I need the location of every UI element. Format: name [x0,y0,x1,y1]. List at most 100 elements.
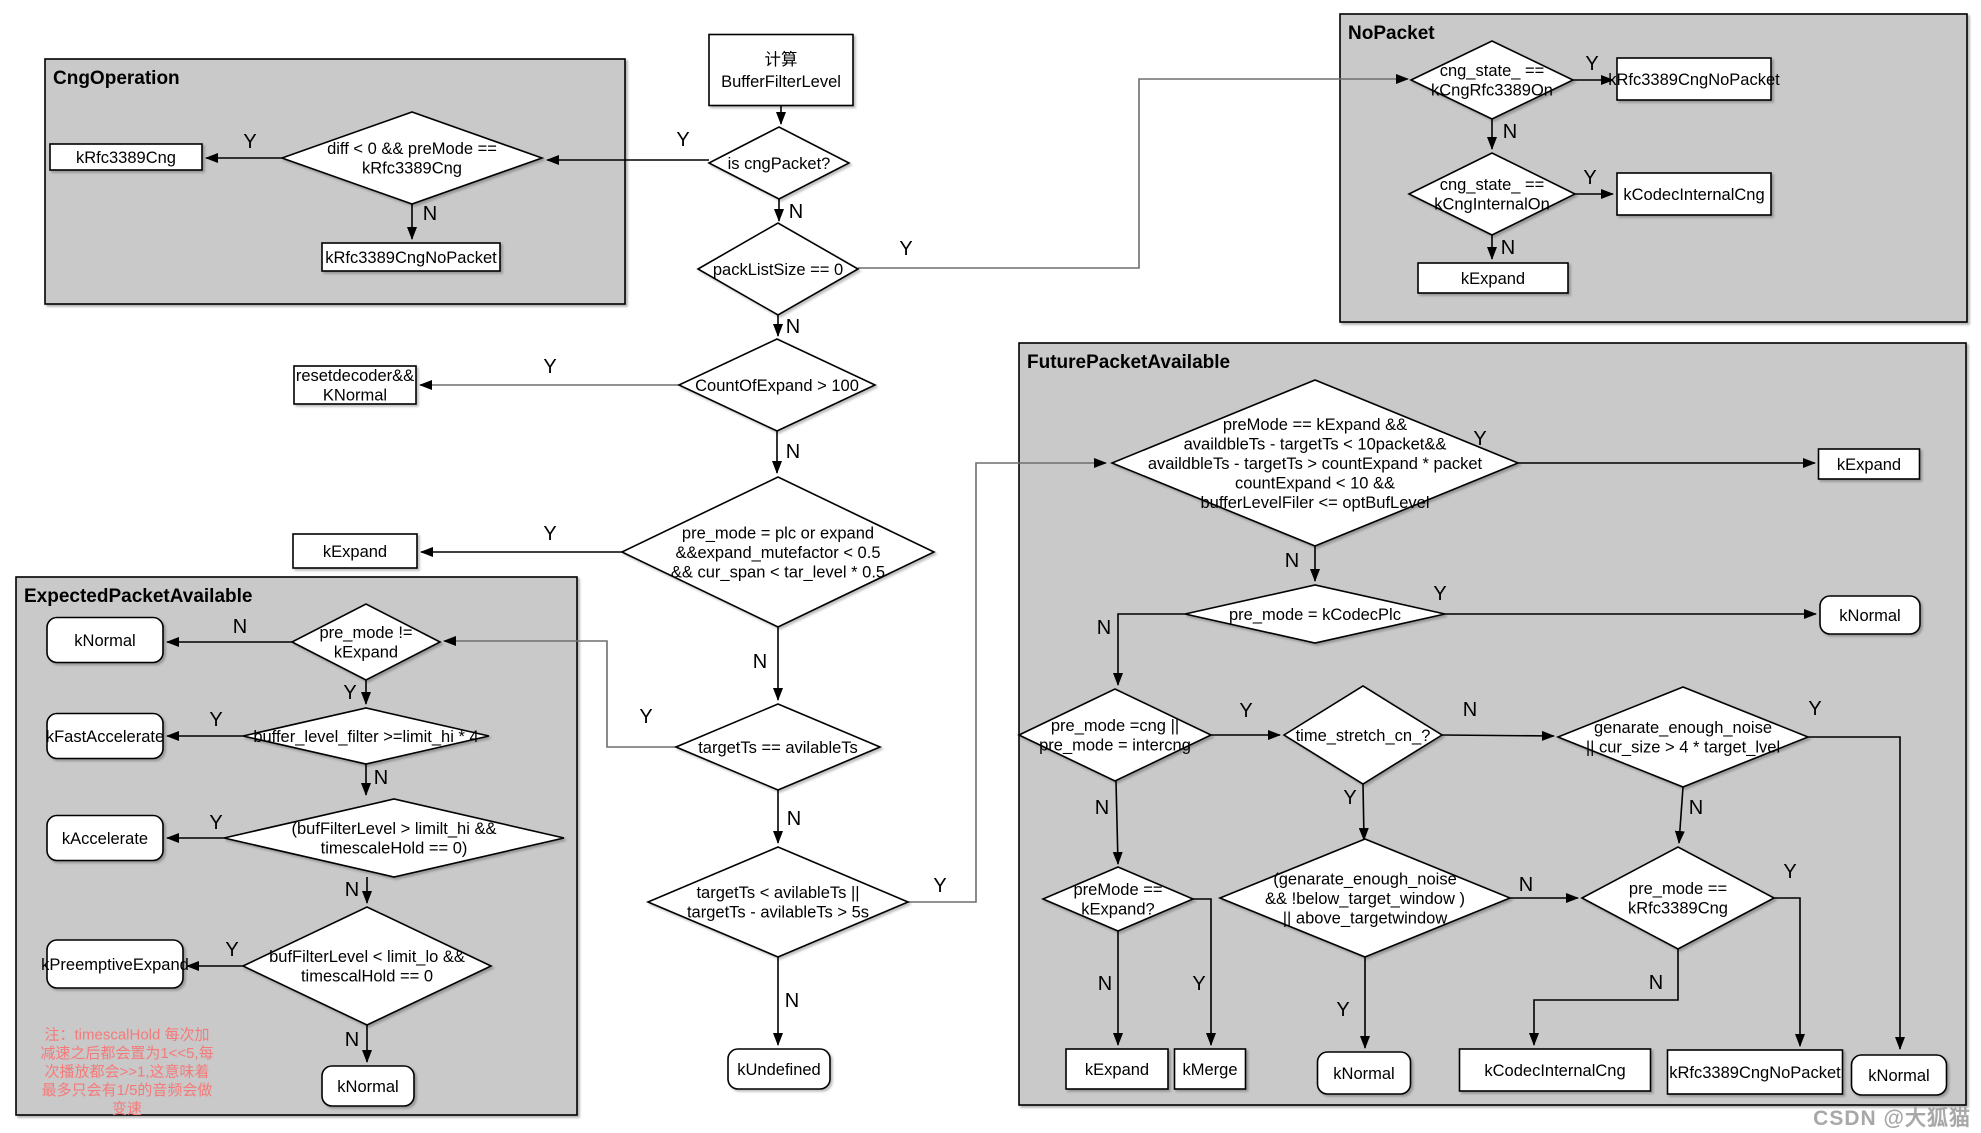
edge-label-bufferlevelfilter-y: Y [209,709,222,731]
result-kexpand-nopacket-label: kExpand [1461,270,1525,288]
result-kexpand-fpa-1-label: kExpand [1837,456,1901,474]
edge-label-diff-n: N [423,203,437,225]
result-kmerge-label: kMerge [1182,1061,1237,1079]
decision-count-of-expand-gt-100 [677,338,877,432]
decision-genarate-noise-below-target-window [1217,838,1513,958]
result-knormal-fpa-2 [1316,1051,1412,1095]
decision-cng-state-rfc3389on-label: cng_state_ ==kCngRfc3389On [1431,62,1553,100]
decision-genarate-enough-noise-or-cursize [1555,686,1811,788]
result-resetdecoder-knormal-label: resetdecoder&&KNormal [296,367,414,405]
decision-target-ts-lt-avilable-ts-label: targetTs < avilableTs ||targetTs - avila… [687,884,869,922]
edge-label-cnginternal-y: Y [1583,167,1596,189]
result-kaccelerate [46,814,164,862]
edge-label-targeteq-y: Y [639,706,652,728]
edge-label-genarate-y: Y [1808,698,1821,720]
decision-cng-state-rfc3389on [1409,40,1575,120]
decision-pre-mode-kcodecplc [1184,584,1446,644]
result-kpreemptiveexpand-label: kPreemptiveExpand [41,956,189,974]
edge-label-packlist-y-to-nopacket: Y [899,238,912,260]
edge-timestretch-y [1358,783,1369,841]
decision-genarate-noise-below-target-window-label: (genarate_enough_noise&& !below_target_w… [1265,870,1465,927]
decision-cng-state-internalon-label: cng_state_ ==kCngInternalOn [1434,176,1550,214]
edge-label-buffilterlt-y: Y [225,939,238,961]
result-kexpand-fpa-2-label: kExpand [1085,1061,1149,1079]
decision-buf-filter-level-lt-limit-lo [241,906,493,1026]
result-kexpand-nopacket [1417,262,1569,294]
decision-pre-mode-eq-krfc3389cng [1580,846,1776,950]
csdn-watermark: CSDN @大狐猫 [1813,1107,1971,1130]
edge-label-genaratebelow-n: N [1519,874,1533,896]
decision-future-packet-main [1109,379,1521,547]
decision-pre-mode-cng-or-intercng-label: pre_mode =cng ||pre_mode = intercng [1039,717,1191,755]
result-krfc3389cngnopacket-nopacket-label: kRfc3389CngNoPacket [1608,71,1780,89]
edge-genarate-n [1674,786,1685,844]
result-kcodecinternalcng-nopacket [1616,172,1772,216]
edge-label-timestretch-n: N [1463,699,1477,721]
decision-pre-mode-plc-or-expand-label: pre_mode = plc or expand&&expand_mutefac… [671,524,885,581]
result-kmerge [1173,1048,1247,1090]
edge-label-countexpand-n: N [786,441,800,463]
result-kpreemptiveexpand [46,939,184,989]
result-kexpand-fpa-1 [1817,448,1921,480]
result-krfc3389cngnopacket-fpa [1666,1049,1844,1095]
edge-label-iscng-n: N [789,201,803,223]
edge-label-targeteq-n: N [787,808,801,830]
result-knormal-epa-1-label: kNormal [74,632,135,650]
result-kcodecinternalcng-fpa-label: kCodecInternalCng [1484,1062,1625,1080]
result-knormal-epa-2 [321,1065,415,1107]
edge-label-premodekexpand-n: N [1098,973,1112,995]
edge-label-bigcond-n: N [1285,550,1299,572]
result-kundefined-label: kUndefined [737,1061,820,1079]
result-kcodecinternalcng-nopacket-label: kCodecInternalCng [1623,186,1764,204]
edge-packlist-y-to-nopacket [858,74,1409,269]
result-kfastaccelerate [46,712,164,760]
edge-label-diff-y: Y [243,131,256,153]
result-kexpand-fpa-2 [1065,1048,1169,1090]
decision-buffer-level-filter-ge-limit-hi [242,707,490,765]
edge-label-bigcond-y: Y [1473,428,1486,450]
edge-genarate-y [1808,736,1905,1050]
edge-label-cngrfc-n: N [1503,121,1517,143]
result-knormal-fpa-3 [1850,1054,1948,1096]
start-compute-buffer-filter-level [708,33,854,107]
note-timescale-hold-label: 注：timescalHold 每次加减速之后都会置为1<<5,每次播放都会>>1… [40,1026,213,1117]
edge-label-kcodecplc-n: N [1097,617,1111,639]
edge-label-buffiltergt-y: Y [209,812,222,834]
decision-genarate-enough-noise-or-cursize-label: genarate_enough_noise|| cur_size > 4 * t… [1586,719,1780,757]
edge-premodrfc-n [1529,949,1679,1046]
edge-label-kcodecplc-y: Y [1433,583,1446,605]
result-resetdecoder-knormal [293,365,417,405]
decision-buf-filter-level-gt-limilt-hi [223,798,565,878]
decision-time-stretch-cn [1282,685,1444,785]
edges-layer [166,74,1905,1063]
decision-pack-list-size-eq-0-label: packListSize == 0 [713,261,843,279]
edge-label-cngintercng-n: N [1095,797,1109,819]
result-krfc3389cngnopacket-nopacket [1616,57,1772,101]
result-knormal-fpa-2-label: kNormal [1333,1065,1394,1083]
decision-target-ts-eq-avilable-ts-label: targetTs == avilableTs [698,739,858,757]
edge-label-genarate-n: N [1689,797,1703,819]
decision-target-ts-eq-avilable-ts [673,703,883,791]
edge-label-premodrfc-n: N [1649,972,1663,994]
decision-pre-mode-cng-or-intercng [1017,688,1213,782]
decision-time-stretch-cn-label: time_stretch_cn_? [1296,727,1431,745]
edge-label-timestretch-y: Y [1343,787,1356,809]
decision-diff-lt-0-premode-rfc3389 [279,111,545,205]
edge-label-iscng-y-to-cngop: Y [676,129,689,151]
group-future-packet-available-label: FuturePacketAvailable [1027,352,1230,373]
group-no-packet-label: NoPacket [1348,23,1435,44]
result-krfc3389cng [49,143,203,171]
edge-premodrfc-y [1774,897,1805,1047]
result-kcodecinternalcng-fpa [1458,1048,1652,1092]
edge-label-premodeplc-n: N [753,651,767,673]
decision-pre-mode-neq-kexpand-label: pre_mode !=kExpand [319,624,412,662]
result-krfc3389cngnopacket-cngop-label: kRfc3389CngNoPacket [325,249,497,267]
result-knormal-fpa-1-label: kNormal [1839,607,1900,625]
edge-label-premodekexpand-y: Y [1192,973,1205,995]
result-kexpand-center-label: kExpand [323,543,387,561]
decision-target-ts-lt-avilable-ts [645,846,911,958]
